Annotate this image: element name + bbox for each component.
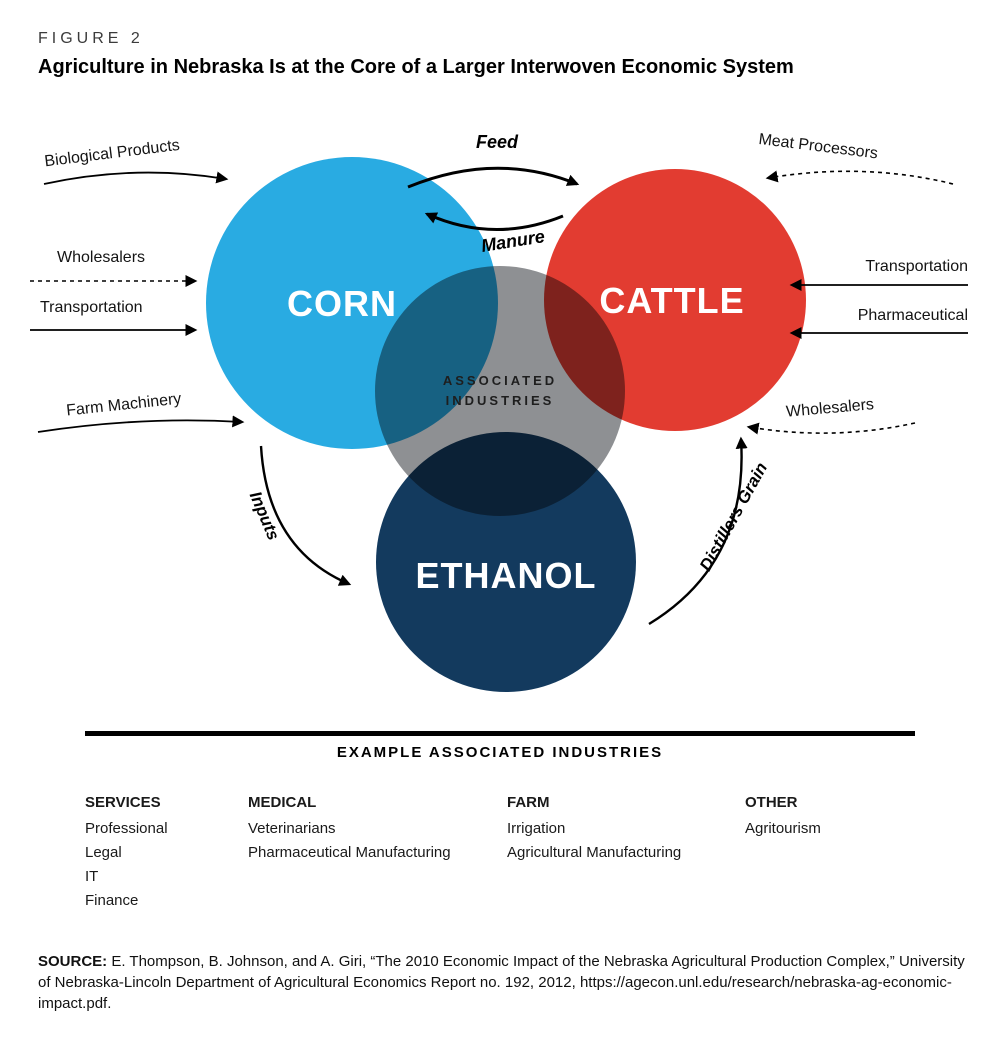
list-item: IT (85, 868, 99, 885)
list-item: Pharmaceutical Manufacturing (248, 844, 451, 861)
associated-industries-label: ASSOCIATED INDUSTRIES (415, 371, 585, 411)
column-services: SERVICES Professional Legal IT Finance (85, 794, 235, 913)
distillers-grain-arrow-icon (648, 436, 748, 626)
wholesalers-left-label: Wholesalers (57, 249, 146, 266)
column-header: OTHER (745, 794, 798, 811)
column-farm: FARM Irrigation Agricultural Manufacturi… (507, 794, 747, 865)
list-item: Professional (85, 820, 168, 837)
circles (206, 157, 806, 692)
corn-label: CORN (287, 283, 397, 324)
column-header: SERVICES (85, 794, 161, 811)
associated-industries-panel-title: EXAMPLE ASSOCIATED INDUSTRIES (336, 744, 664, 761)
list-item: Irrigation (507, 820, 566, 837)
arrows (30, 166, 968, 626)
column-medical: MEDICAL Veterinarians Pharmaceutical Man… (248, 794, 498, 865)
inputs-arrow-icon (259, 445, 352, 586)
transportation-right-label: Transportation (865, 258, 968, 275)
column-header: MEDICAL (248, 794, 317, 811)
venn-diagram (30, 157, 968, 692)
figure-label: FIGURE 2 (38, 30, 144, 47)
ethanol-label: ETHANOL (415, 555, 597, 596)
cattle-label: CATTLE (599, 280, 745, 321)
source-citation: SOURCE: E. Thompson, B. Johnson, and A. … (38, 951, 973, 1014)
manure-arrow-icon (424, 212, 564, 231)
source-text: E. Thompson, B. Johnson, and A. Giri, “T… (38, 953, 965, 1012)
list-item: Veterinarians (248, 820, 336, 837)
list-item: Legal (85, 844, 122, 861)
associated-industries-line2: INDUSTRIES (445, 393, 555, 408)
wholesalers-right-arrow-icon (746, 422, 916, 435)
list-item: Agricultural Manufacturing (507, 844, 682, 861)
transportation-left-label: Transportation (40, 299, 143, 316)
feed-label: Feed (475, 132, 518, 152)
divider-rule (85, 731, 915, 736)
farm-machinery-arrow-icon (37, 415, 245, 433)
feed-arrow-icon (407, 166, 580, 189)
ethanol-circle (376, 432, 636, 692)
meat-processors-arrow-icon (765, 170, 954, 185)
pharmaceutical-label: Pharmaceutical (857, 307, 968, 324)
column-other: OTHER Agritourism (745, 794, 905, 841)
source-label: SOURCE: (38, 953, 108, 970)
associated-industries-line1: ASSOCIATED (442, 373, 558, 388)
column-header: FARM (507, 794, 550, 811)
list-item: Agritourism (745, 820, 821, 837)
biological-products-arrow-icon (43, 171, 229, 185)
figure-title: Agriculture in Nebraska Is at the Core o… (38, 56, 794, 78)
list-item: Finance (85, 892, 139, 909)
